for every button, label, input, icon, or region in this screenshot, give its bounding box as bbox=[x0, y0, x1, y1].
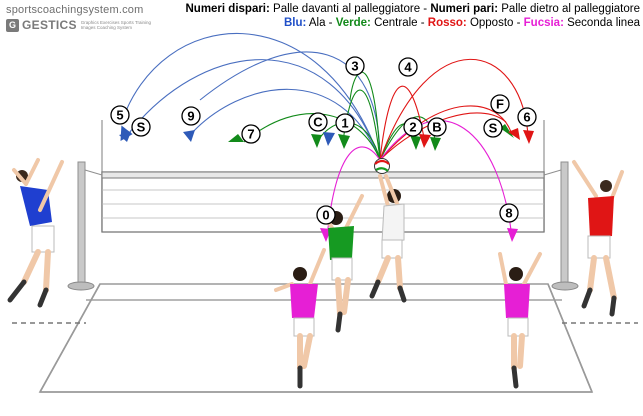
marker-label: 7 bbox=[247, 127, 254, 142]
trajectory-5 bbox=[120, 33, 381, 161]
court-edge-left bbox=[39, 283, 101, 393]
marker-label: B bbox=[432, 120, 441, 135]
marker-circle bbox=[483, 118, 503, 138]
marker-3: 7 bbox=[241, 124, 261, 144]
legend-red-label: Rosso: bbox=[427, 17, 467, 29]
marker-13: 0 bbox=[316, 205, 336, 225]
marker-label: S bbox=[137, 120, 146, 135]
player-fuchsia-back-right bbox=[498, 252, 542, 389]
marker-label: 1 bbox=[341, 116, 348, 131]
marker-5: 1 bbox=[335, 113, 355, 133]
marker-2: 9 bbox=[181, 106, 201, 126]
post-base-right bbox=[551, 281, 579, 291]
brand-site: sportscoachingsystem.com bbox=[6, 4, 144, 16]
net-top-band bbox=[101, 171, 545, 179]
marker-12: S bbox=[483, 118, 503, 138]
trajectories bbox=[120, 33, 529, 239]
legend-fuchsia-label: Fucsia: bbox=[523, 17, 564, 29]
marker-1: S bbox=[131, 117, 151, 137]
brand-logo-icon: G bbox=[6, 18, 19, 32]
marker-9: B bbox=[427, 117, 447, 137]
marker-circle bbox=[110, 105, 130, 125]
marker-14: 8 bbox=[499, 203, 519, 223]
marker-label: 9 bbox=[187, 109, 194, 124]
legend-odd-label: Numeri dispari: bbox=[185, 3, 270, 15]
legend: Numeri dispari: Palle davanti al pallegg… bbox=[185, 2, 640, 30]
legend-green-text: Centrale - bbox=[370, 17, 428, 29]
legend-even-text: Palle dietro al palleggiatore bbox=[498, 3, 640, 15]
marker-label: 2 bbox=[409, 120, 416, 135]
marker-label: 3 bbox=[351, 59, 358, 74]
arrowheads bbox=[119, 124, 534, 242]
marker-6: 3 bbox=[345, 56, 365, 76]
marker-label: C bbox=[313, 115, 323, 130]
player-fuchsia-back-left bbox=[274, 248, 326, 389]
legend-blue-text: Ala - bbox=[306, 17, 336, 29]
trajectory-s-red bbox=[379, 105, 513, 161]
trajectory-3 bbox=[199, 51, 381, 161]
trajectory-4 bbox=[379, 85, 426, 161]
net-post-left bbox=[77, 161, 86, 285]
trajectory-8 bbox=[379, 120, 513, 239]
marker-label: 6 bbox=[523, 110, 530, 125]
marker-circle bbox=[345, 56, 365, 76]
legend-green-label: Verde: bbox=[335, 17, 371, 29]
trajectory-6 bbox=[379, 58, 529, 161]
net-post-right bbox=[560, 161, 569, 285]
player-setter bbox=[369, 174, 407, 303]
court-edge-right bbox=[547, 283, 593, 393]
brand-tagline-2: Images Coaching System bbox=[80, 25, 133, 30]
legend-fuchsia-text: Seconda linea bbox=[563, 17, 640, 29]
marker-circle bbox=[131, 117, 151, 137]
marker-circle bbox=[403, 117, 423, 137]
legend-red-text: Opposto - bbox=[466, 17, 524, 29]
trajectory-f bbox=[379, 112, 507, 161]
marker-circle bbox=[335, 113, 355, 133]
marker-label: 4 bbox=[404, 60, 412, 75]
legend-odd-text: Palle davanti al palleggiatore - bbox=[269, 3, 431, 15]
player-green-middle bbox=[320, 194, 364, 333]
marker-circle bbox=[316, 205, 336, 225]
brand-name: GESTICS bbox=[22, 18, 77, 32]
legend-blue-label: Blu: bbox=[283, 17, 307, 29]
marker-label: S bbox=[489, 121, 498, 136]
brand-tagline-1: Graphics Exercises Sports Training bbox=[80, 20, 152, 25]
net-cable-right bbox=[543, 169, 562, 176]
brand-tagline: Graphics Exercises Sports Training Image… bbox=[81, 20, 153, 30]
player-red-opposite bbox=[572, 160, 624, 317]
trajectory-s-blue bbox=[125, 59, 381, 161]
legend-line-1: Numeri dispari: Palle davanti al pallegg… bbox=[185, 2, 640, 16]
court bbox=[12, 283, 638, 393]
marker-label: 5 bbox=[116, 108, 123, 123]
trajectory-7 bbox=[243, 113, 381, 161]
trajectory-3-arc bbox=[349, 71, 381, 161]
player-blue-wing bbox=[7, 158, 64, 308]
marker-label: 8 bbox=[505, 206, 512, 221]
legend-even-label: Numeri pari: bbox=[430, 3, 499, 15]
marker-circle bbox=[398, 57, 418, 77]
marker-10: F bbox=[490, 94, 510, 114]
marker-circle bbox=[427, 117, 447, 137]
brand-block: sportscoachingsystem.com G GESTICS Graph… bbox=[6, 4, 153, 32]
marker-circle bbox=[490, 94, 510, 114]
marker-4: C bbox=[308, 112, 328, 132]
marker-label: F bbox=[496, 97, 504, 112]
marker-label: 0 bbox=[322, 208, 329, 223]
marker-0: 5 bbox=[110, 105, 130, 125]
net-cable-left bbox=[84, 169, 103, 176]
marker-11: 6 bbox=[517, 107, 537, 127]
marker-circle bbox=[241, 124, 261, 144]
post-base-left bbox=[67, 281, 95, 291]
marker-7: 4 bbox=[398, 57, 418, 77]
volleyball bbox=[374, 158, 390, 174]
marker-circle bbox=[308, 112, 328, 132]
marker-circle bbox=[517, 107, 537, 127]
legend-line-2: Blu: Ala - Verde: Centrale - Rosso: Oppo… bbox=[185, 16, 640, 30]
marker-8: 2 bbox=[403, 117, 423, 137]
marker-circle bbox=[499, 203, 519, 223]
marker-circle bbox=[181, 106, 201, 126]
